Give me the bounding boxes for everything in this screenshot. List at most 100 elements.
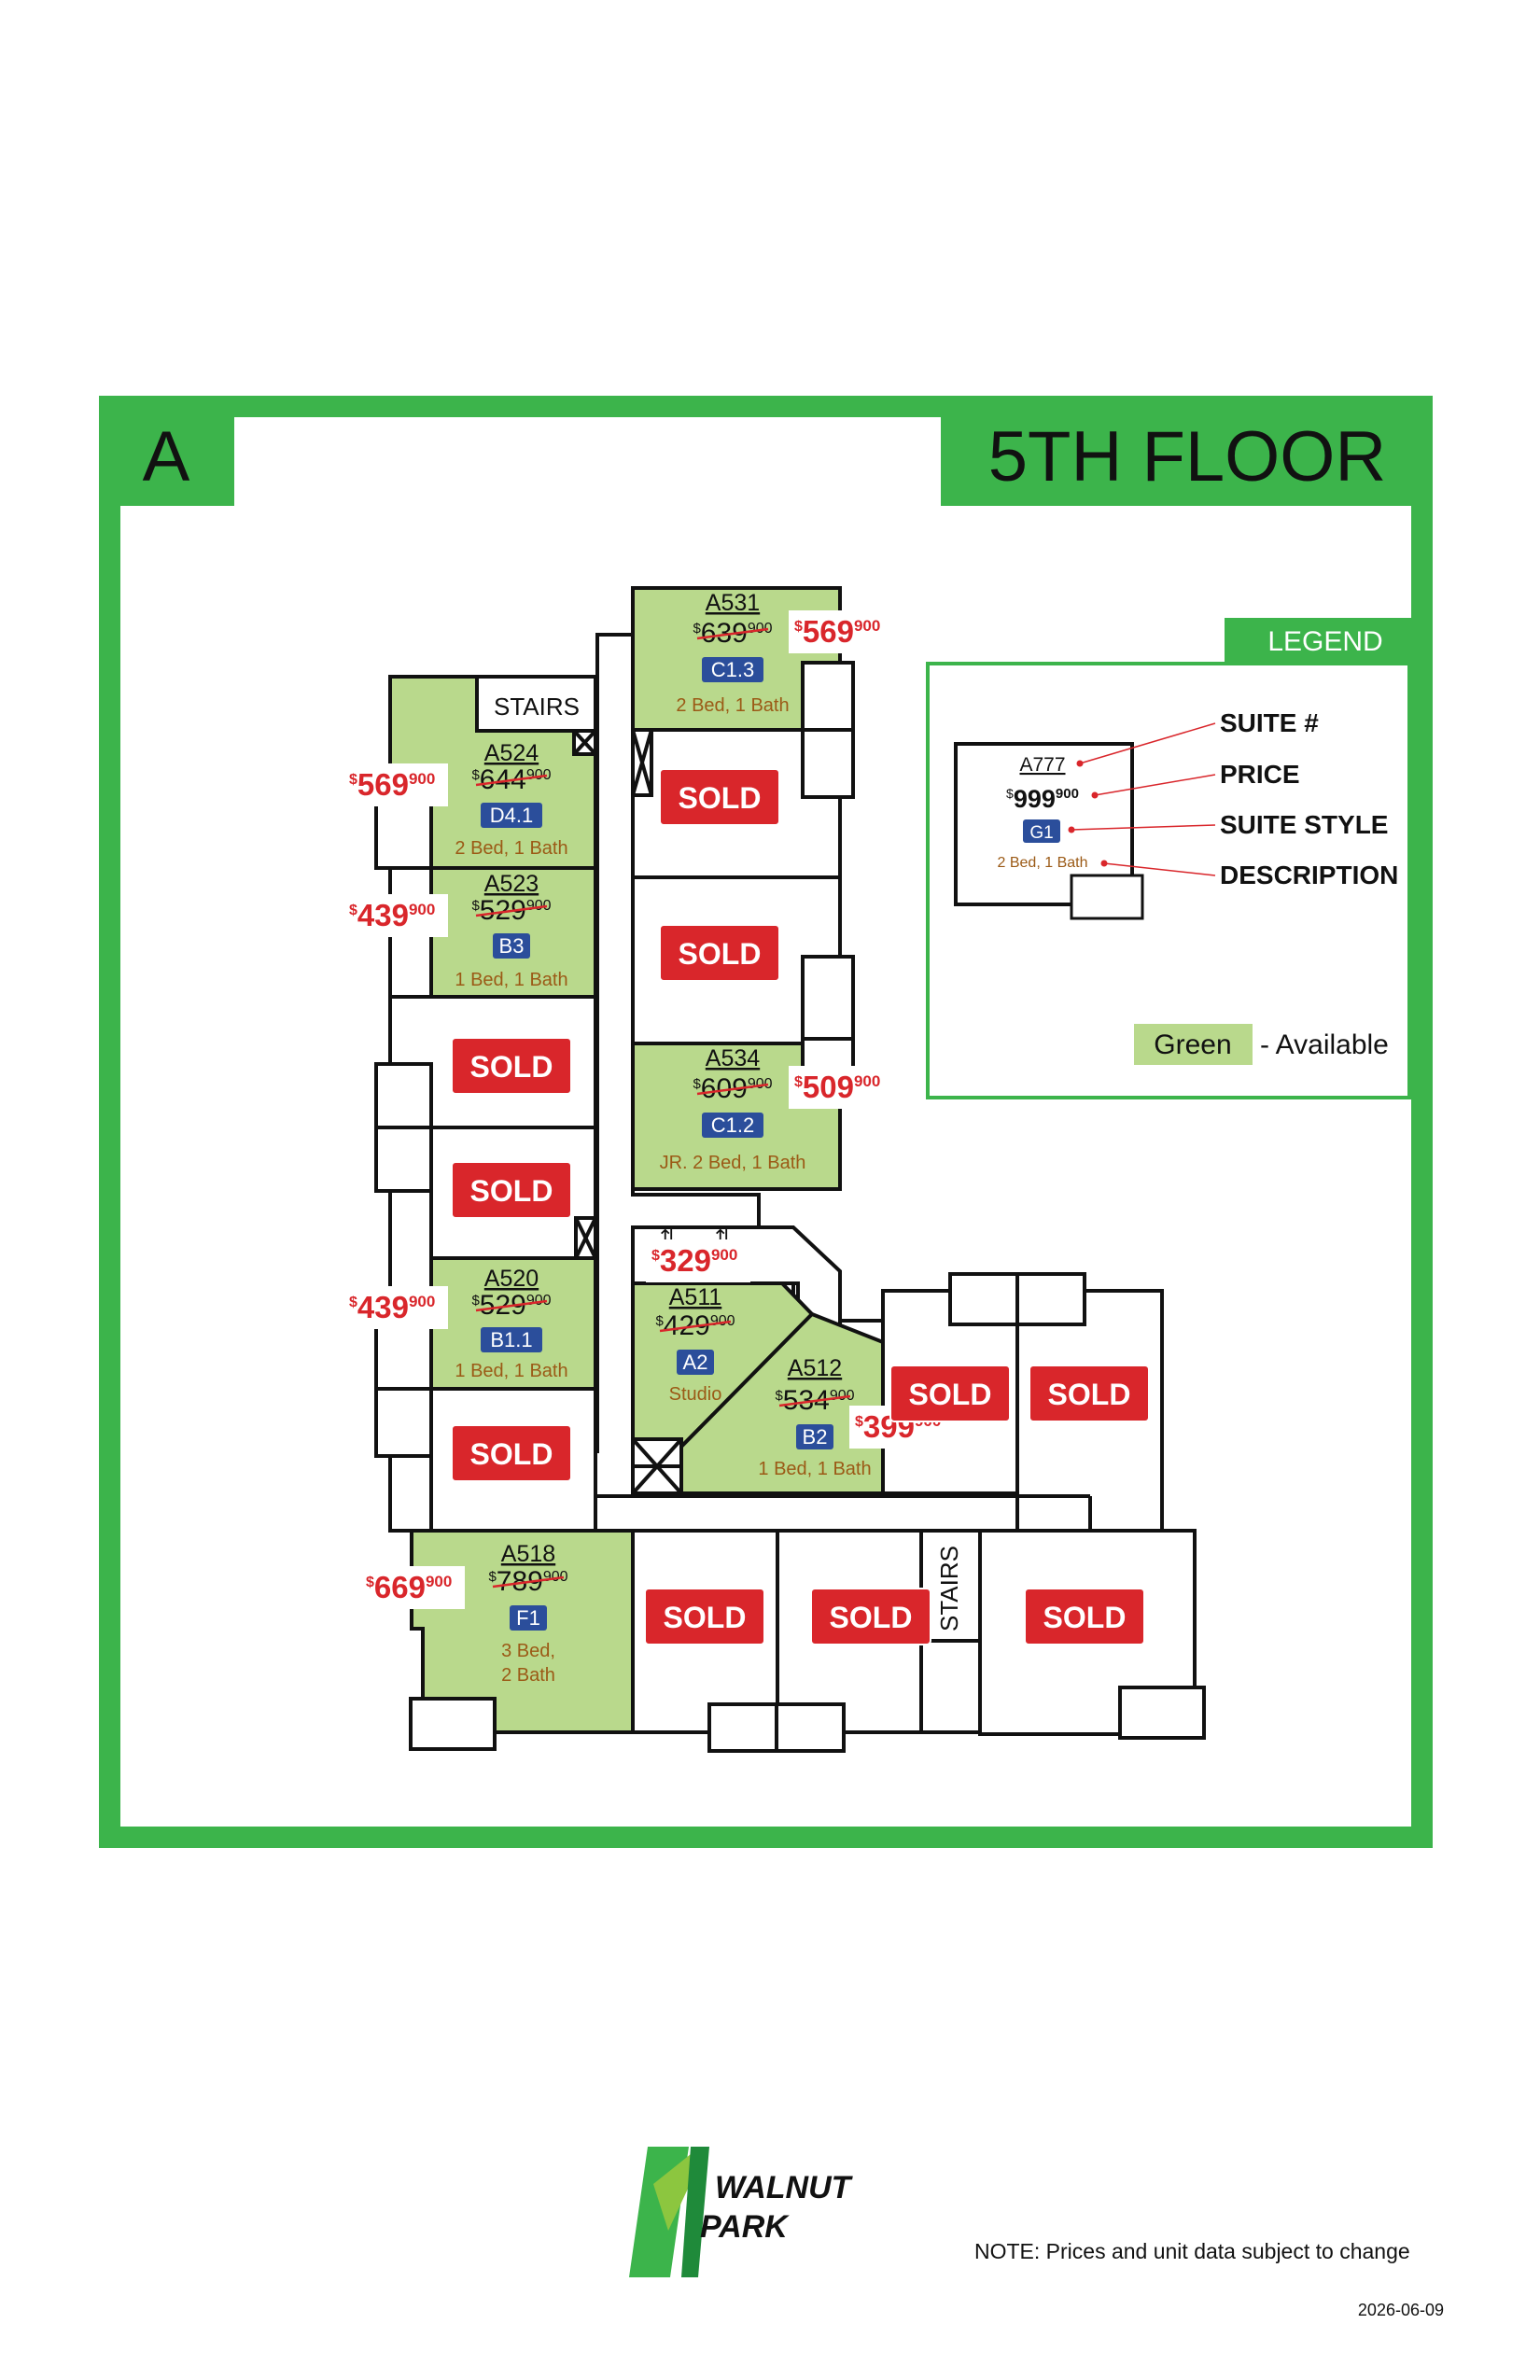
strike-line [778,1394,851,1407]
new-price: $569900 [794,614,880,649]
legend-item-price: PRICE [1220,760,1300,789]
sold-label: SOLD [664,1601,747,1634]
legend-sample-price: $999900 [1006,785,1079,813]
logo-mark [681,2147,709,2277]
shaft-x [572,729,597,756]
suite-number: A518 [501,1541,555,1567]
style-badge [493,933,530,959]
sold-badge: SOLD [659,768,780,826]
footer-note: NOTE: Prices and unit data subject to ch… [974,2239,1410,2263]
balcony [1118,1686,1206,1740]
balcony [801,661,855,732]
floor-title: 5TH FLOOR [988,417,1387,497]
legend-leaders [1071,722,1216,876]
balcony [1015,1272,1086,1326]
sold-label: SOLD [470,1050,553,1084]
suite-number: A512 [788,1355,842,1381]
suite-desc: 1 Bed, 1 Bath [455,970,567,990]
legend-sample-desc: 2 Bed, 1 Bath [998,855,1088,871]
suite-style: A2 [683,1351,708,1374]
legend-dots [1068,760,1108,867]
balcony [409,1697,497,1751]
style-badge [510,1605,547,1631]
shaft-x [574,1217,597,1259]
stairs-box [475,675,597,733]
suite-number: A523 [484,871,539,897]
unit-a523[interactable] [429,866,597,999]
unit-a520[interactable] [429,1256,597,1391]
strike-line [696,1083,769,1096]
legend-box [926,662,1411,1099]
new-price: $669900 [366,1570,452,1604]
logo-text-walnut: WALNUT [715,2170,854,2205]
floor-plan [374,586,1206,1753]
stairs-label: STAIRS [935,1546,963,1631]
new-price-box [343,763,448,806]
suite-desc: 2 Bed, 1 Bath [676,695,789,716]
logo-text-park: PARK [700,2209,790,2245]
building-tab [99,396,234,506]
sold-badge: SOLD [889,1365,1011,1422]
sold-label: SOLD [909,1378,992,1411]
sold-badge: SOLD [451,1161,572,1219]
balcony [801,955,855,1041]
style-badge [796,1424,833,1449]
sold-badge: SOLD [1029,1365,1150,1422]
strike-line [696,627,769,640]
old-price: $429900 [655,1310,735,1341]
new-price: $439900 [349,898,435,932]
suite-desc: 2 Bath [501,1665,555,1686]
suite-number: A524 [484,740,539,766]
new-price-box [343,894,448,937]
floor-tab [941,396,1433,506]
sold-label: SOLD [470,1174,553,1208]
building-letter: A [143,417,190,497]
balcony [707,1702,778,1753]
sold-label: SOLD [679,781,762,815]
sold-badge: SOLD [644,1588,765,1645]
strike-line [475,1299,548,1312]
style-badge [481,803,542,828]
old-price: $529900 [471,1290,551,1321]
legend-item-suite: SUITE # [1220,708,1319,737]
sold-badge: SOLD [451,1037,572,1095]
new-price-box [360,1566,465,1609]
strike-line [659,1320,732,1333]
stairs-box [919,1529,982,1643]
new-price: $439900 [349,1290,435,1324]
balcony [374,1062,433,1129]
suite-number: A531 [706,590,760,616]
suite-desc: JR. 2 Bed, 1 Bath [660,1153,806,1173]
balcony [801,728,855,799]
style-badge [677,1350,714,1375]
sold-label: SOLD [679,937,762,971]
balcony [948,1272,1019,1326]
legend-sample-suite: A777 [1019,754,1065,776]
shaft-x [631,729,653,796]
balcony [775,1702,846,1753]
legend-swatch [1134,1024,1253,1065]
sold-badge: SOLD [659,924,780,982]
suite-desc: 2 Bed, 1 Bath [455,838,567,859]
sold-badge: SOLD [1024,1588,1145,1645]
footer-date: 2026-06-09 [1358,2301,1444,2319]
new-price: $329900 [651,1243,737,1278]
legend-item-desc: DESCRIPTION [1220,861,1398,889]
style-badge [702,657,763,682]
suite-style: B2 [803,1425,828,1449]
legend: LEGEND A777 $999900 G1 2 Bed, 1 Bath SUI… [926,618,1411,1099]
suite-style: D4.1 [490,804,533,827]
suite-style: B3 [499,934,525,958]
old-price: $529900 [471,895,551,926]
new-price: $569900 [349,767,435,802]
balcony [374,1387,433,1458]
